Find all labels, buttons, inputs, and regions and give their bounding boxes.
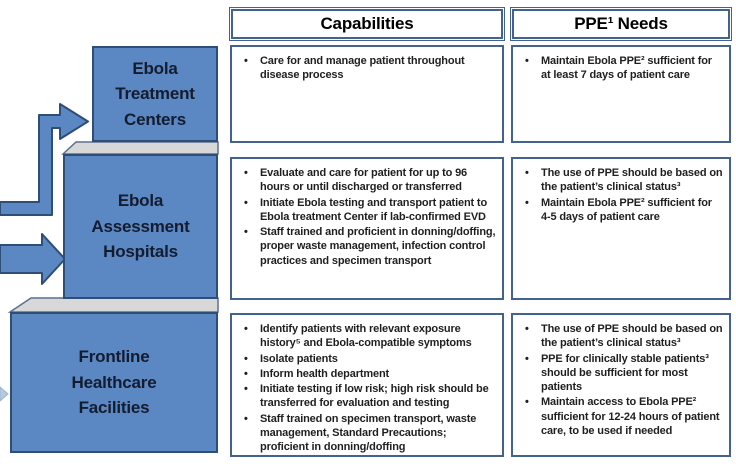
bullet-list: The use of PPE should be based on the pa… (517, 322, 724, 438)
tier-label: Frontline Healthcare Facilities (71, 347, 157, 418)
tier-label: Ebola Treatment Centers (115, 58, 195, 129)
ppe-needs-box-frontline-facilities: The use of PPE should be based on the pa… (511, 313, 731, 457)
capabilities-box-treatment-centers: Care for and manage patient throughout d… (230, 45, 504, 143)
ppe-needs-box-assessment-hospitals: The use of PPE should be based on the pa… (511, 157, 731, 300)
bullet-list: Identify patients with relevant exposure… (236, 322, 497, 455)
bullet-item: Evaluate and care for patient for up to … (236, 166, 497, 195)
bullet-item: Staff trained on specimen transport, was… (236, 412, 497, 455)
bullet-item: Inform health department (236, 367, 497, 382)
bullet-item: Maintain access to Ebola PPE² sufficient… (517, 395, 724, 438)
step-face-top-assessment (61, 141, 219, 155)
bullet-item: Maintain Ebola PPE² sufficient for at le… (517, 54, 724, 83)
bullet-item: Initiate Ebola testing and transport pat… (236, 196, 497, 225)
tier-box-ebola-treatment-centers: Ebola Treatment Centers (92, 46, 218, 142)
bullet-item: PPE for clinically stable patients³ shou… (517, 352, 724, 395)
bullet-item: Staff trained and proficient in donning/… (236, 225, 497, 268)
ppe-needs-header-label: PPE¹ Needs (574, 14, 668, 33)
bullet-item: Care for and manage patient throughout d… (236, 54, 497, 83)
bullet-list: Evaluate and care for patient for up to … (236, 166, 497, 268)
ppe-needs-box-treatment-centers: Maintain Ebola PPE² sufficient for at le… (511, 45, 731, 143)
capabilities-box-frontline-facilities: Identify patients with relevant exposure… (230, 313, 504, 457)
capabilities-box-assessment-hospitals: Evaluate and care for patient for up to … (230, 157, 504, 300)
bullet-item: Maintain Ebola PPE² sufficient for 4-5 d… (517, 196, 724, 225)
tier-box-frontline-healthcare-facilities: Frontline Healthcare Facilities (10, 312, 218, 453)
bullet-item: Initiate testing if low risk; high risk … (236, 382, 497, 411)
tier-label: Ebola Assessment Hospitals (91, 191, 190, 262)
bullet-item: The use of PPE should be based on the pa… (517, 166, 724, 195)
bullet-list: Care for and manage patient throughout d… (236, 54, 497, 83)
bullet-list: Maintain Ebola PPE² sufficient for at le… (517, 54, 724, 83)
block-arrow-icon (0, 233, 66, 285)
bullet-list: The use of PPE should be based on the pa… (517, 166, 724, 224)
step-face-top-frontline (7, 297, 219, 313)
capabilities-header-label: Capabilities (320, 14, 414, 33)
capabilities-column-header: Capabilities (229, 7, 505, 41)
small-arrow-icon (0, 386, 9, 402)
elbow-arrow-icon (0, 103, 89, 216)
bullet-item: The use of PPE should be based on the pa… (517, 322, 724, 351)
bullet-item: Identify patients with relevant exposure… (236, 322, 497, 351)
ppe-needs-column-header: PPE¹ Needs (510, 7, 732, 41)
tier-box-ebola-assessment-hospitals: Ebola Assessment Hospitals (63, 154, 218, 299)
bullet-item: Isolate patients (236, 352, 497, 367)
